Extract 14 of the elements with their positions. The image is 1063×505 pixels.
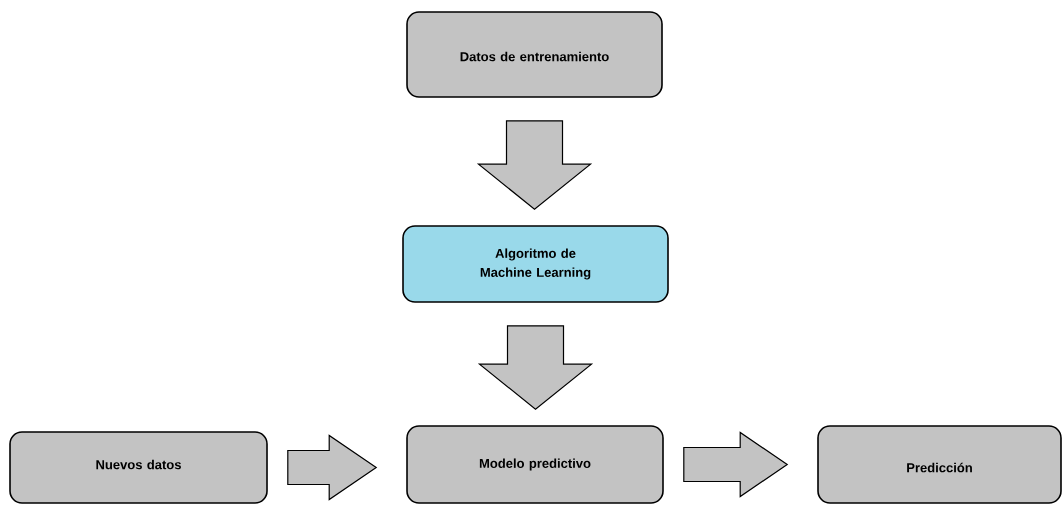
- box-label: Nuevos datos: [96, 459, 181, 470]
- block-arrow: [477, 325, 594, 410]
- block-arrow: [683, 431, 789, 498]
- box-label: Modelo predictivo: [479, 458, 591, 471]
- box-label: Predicción: [907, 462, 972, 473]
- process-box: [817, 425, 1062, 504]
- block-arrow: [476, 120, 593, 210]
- process-box: [9, 431, 268, 504]
- process-box: [406, 425, 664, 504]
- block-arrow: [287, 434, 378, 501]
- box-label: Datos de entrenamiento: [460, 51, 609, 62]
- box-label: Algoritmo de Machine Learning: [480, 248, 591, 280]
- process-box: [406, 11, 663, 98]
- process-box: [402, 225, 669, 303]
